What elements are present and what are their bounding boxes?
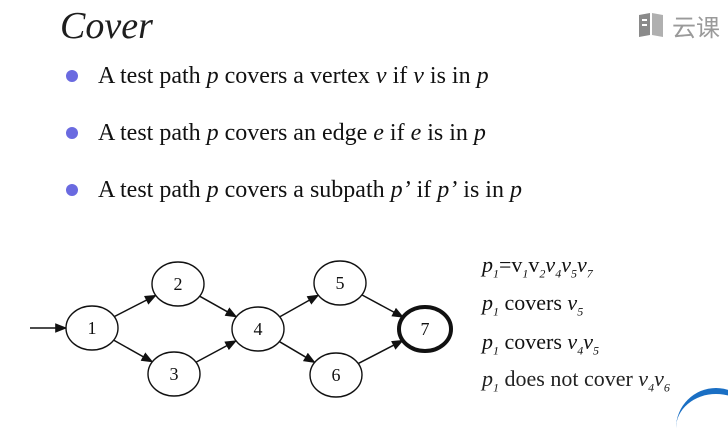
note-covers-vertex: p1 covers v5 (482, 290, 584, 319)
node-4: 4 (231, 306, 285, 352)
bullet-item-vertex: A test path p covers a vertex v if v is … (66, 56, 489, 96)
book-icon (639, 13, 663, 37)
node-label: 3 (170, 364, 179, 384)
node-1: 1 (65, 305, 119, 351)
note-path-definition: p1=v1v2v4v5v7 (482, 252, 593, 281)
graph-diagram: 1 2 3 4 5 6 7 (30, 260, 453, 398)
note-covers-edge: p1 covers v4v5 (482, 329, 599, 358)
node-shape (231, 306, 285, 352)
edge-1-3 (113, 339, 154, 363)
watermark: 云课 (636, 8, 720, 42)
bullet-dot-icon (66, 184, 78, 196)
node-shape (397, 305, 453, 353)
note-does-not-cover: p1 does not cover v4v6 (482, 366, 670, 395)
node-2: 2 (151, 261, 205, 307)
edge-4-5 (279, 294, 320, 318)
node-label: 1 (88, 318, 97, 338)
corner-decoration (676, 388, 728, 434)
edge-2-4 (199, 295, 238, 318)
node-7: 7 (397, 305, 453, 353)
edge-4-6 (278, 340, 316, 364)
node-label: 5 (336, 273, 345, 293)
edge-6-7 (357, 339, 404, 365)
node-5: 5 (313, 260, 367, 306)
watermark-text: 云课 (672, 13, 720, 42)
bullet-text: A test path p covers an edge e if e is i… (98, 119, 486, 146)
bullet-dot-icon (66, 70, 78, 82)
edge-1-2 (113, 294, 157, 318)
node-3: 3 (147, 351, 201, 397)
node-shape (147, 351, 201, 397)
bullet-item-subpath: A test path p covers a subpath p’ if p’ … (66, 170, 522, 210)
node-label: 4 (254, 319, 263, 339)
node-label: 7 (421, 319, 430, 339)
graph-nodes: 1 2 3 4 5 6 7 (65, 260, 453, 398)
node-6: 6 (309, 352, 363, 398)
node-label: 2 (174, 274, 183, 294)
slide-title: Cover (60, 5, 153, 47)
edge-3-4 (195, 340, 238, 363)
node-shape (65, 305, 119, 351)
node-label: 6 (332, 365, 341, 385)
node-shape (313, 260, 367, 306)
bullet-text: A test path p covers a subpath p’ if p’ … (98, 176, 522, 203)
graph-edges (30, 294, 405, 365)
bullet-text: A test path p covers a vertex v if v is … (98, 62, 489, 89)
bullet-dot-icon (66, 127, 78, 139)
bullet-item-edge: A test path p covers an edge e if e is i… (66, 113, 486, 153)
node-shape (309, 352, 363, 398)
node-shape (151, 261, 205, 307)
edge-5-7 (361, 294, 405, 318)
